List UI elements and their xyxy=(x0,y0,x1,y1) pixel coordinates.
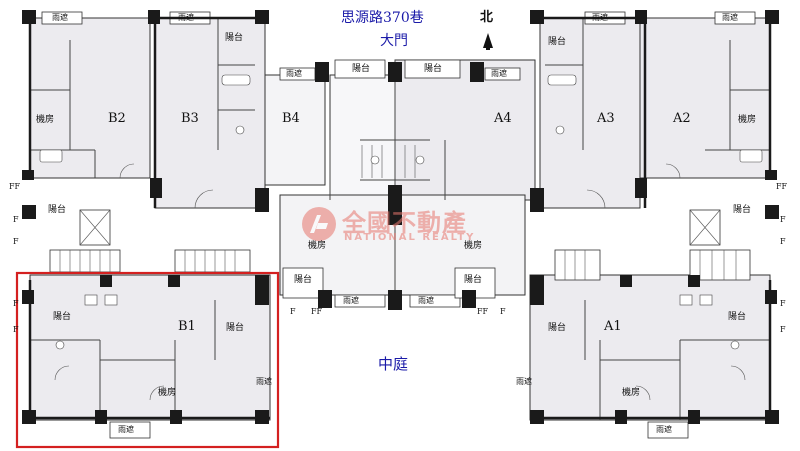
watermark: 全國不動產 NATIONAL REALTY xyxy=(300,205,505,249)
unit-label-a4: A4 xyxy=(494,111,512,126)
unit-label-a3: A3 xyxy=(597,111,615,126)
balcony-label: 陽台 xyxy=(53,312,72,322)
rain-shelter-label: 雨遮 xyxy=(118,425,134,434)
courtyard-label: 中庭 xyxy=(378,355,409,373)
balcony-label: 陽台 xyxy=(294,275,313,285)
rain-shelter-label: 雨遮 xyxy=(722,13,738,22)
gate-label: 大門 xyxy=(380,33,408,49)
rain-shelter-label: 雨遮 xyxy=(52,13,68,22)
rain-shelter-label: 雨遮 xyxy=(516,377,532,386)
unit-label-b4: B4 xyxy=(282,111,300,126)
rain-shelter-label: 雨遮 xyxy=(592,13,608,22)
floor-mark: F xyxy=(780,325,786,334)
balcony-label: 陽台 xyxy=(548,323,567,333)
unit-b4-area xyxy=(264,74,326,186)
rain-shelter-label: 雨遮 xyxy=(286,69,302,78)
floor-mark: F xyxy=(290,307,296,316)
machine-room-label: 機房 xyxy=(738,115,757,125)
north-label: 北 xyxy=(480,10,494,25)
rain-shelter-label: 雨遮 xyxy=(656,425,672,434)
center-core-area xyxy=(329,74,396,201)
unit-label-a1: A1 xyxy=(604,319,622,334)
balcony-label: 陽台 xyxy=(464,275,483,285)
unit-label-b1: B1 xyxy=(178,319,196,334)
unit-b1-area xyxy=(29,274,271,421)
rain-shelter-label: 雨遮 xyxy=(178,13,194,22)
b1-highlight-box xyxy=(15,271,280,449)
floor-mark: F xyxy=(500,307,506,316)
floor-mark: F xyxy=(780,237,786,246)
balcony-label: 陽台 xyxy=(548,37,567,47)
rain-shelter-label: 雨遮 xyxy=(418,296,434,305)
rain-shelter-label: 雨遮 xyxy=(343,296,359,305)
balcony-label: 陽台 xyxy=(226,323,245,333)
floor-mark: F xyxy=(780,215,786,224)
unit-a1-area xyxy=(529,274,771,421)
balcony-label: 陽台 xyxy=(424,64,443,74)
rain-shelter-label: 雨遮 xyxy=(256,377,272,386)
balcony-label: 陽台 xyxy=(225,33,244,43)
floor-mark: F xyxy=(13,325,19,334)
machine-room-label: 機房 xyxy=(308,241,327,251)
floor-mark: FF xyxy=(477,307,489,316)
unit-label-b3: B3 xyxy=(181,111,199,126)
rain-shelter-label: 雨遮 xyxy=(491,69,507,78)
balcony-label: 陽台 xyxy=(48,205,67,215)
machine-room-label: 機房 xyxy=(464,241,483,251)
floor-mark: FF xyxy=(9,182,21,191)
floor-mark: F xyxy=(13,299,19,308)
machine-room-label: 機房 xyxy=(158,388,177,398)
machine-room-label: 機房 xyxy=(36,115,55,125)
balcony-label: 陽台 xyxy=(352,64,371,74)
watermark-en: NATIONAL REALTY xyxy=(344,232,476,243)
watermark-zh: 全國不動產 xyxy=(342,209,467,237)
realty-logo-icon xyxy=(302,207,336,241)
unit-a3-area xyxy=(539,17,641,209)
balcony-label: 陽台 xyxy=(733,205,752,215)
floor-mark: F xyxy=(13,237,19,246)
balcony-label: 陽台 xyxy=(728,312,747,322)
machine-room-label: 機房 xyxy=(622,388,641,398)
unit-label-a2: A2 xyxy=(673,111,691,126)
unit-label-b2: B2 xyxy=(108,111,126,126)
floor-mark: FF xyxy=(776,182,788,191)
north-arrow-icon xyxy=(483,33,493,50)
road-label: 思源路370巷 xyxy=(341,10,424,26)
floor-mark: FF xyxy=(311,307,323,316)
unit-b3-area xyxy=(154,17,266,209)
floor-mark: F xyxy=(780,299,786,308)
floor-mark: F xyxy=(13,215,19,224)
unit-a4-area xyxy=(394,59,536,201)
